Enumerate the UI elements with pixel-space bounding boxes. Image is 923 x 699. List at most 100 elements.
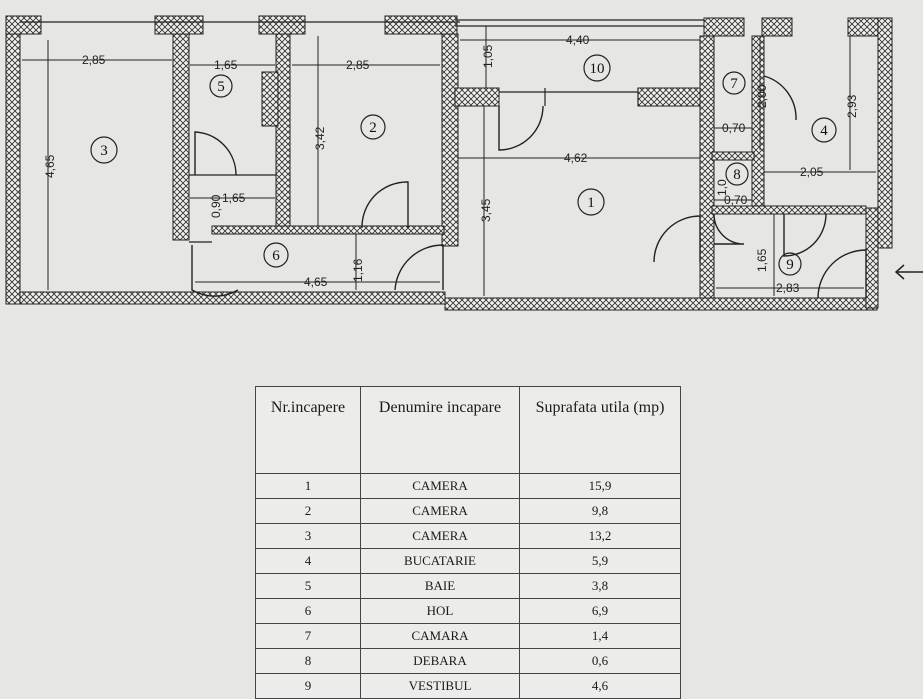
room-number-10: 10 xyxy=(590,61,605,77)
dim-r10-depth: 1,05 xyxy=(481,44,495,68)
wall-top-segment-6 xyxy=(761,17,793,37)
room-number-6: 6 xyxy=(272,248,280,264)
room-marker-1 xyxy=(577,188,605,216)
door-r5 xyxy=(194,131,237,176)
wall-hall-top xyxy=(211,225,445,235)
dim-r8-height: 1,0 xyxy=(715,179,729,196)
room-number-1: 1 xyxy=(587,195,595,211)
room-marker-3 xyxy=(90,136,118,164)
dim-r5-hall-width: 1,65 xyxy=(222,191,246,205)
dim-r5-width: 1,65 xyxy=(214,58,238,72)
dim-r5-small: 0,90 xyxy=(209,194,223,218)
dim-r2-height: 3,42 xyxy=(313,126,327,150)
wall-outer-bottom-right xyxy=(444,297,878,311)
cell-nr: 7 xyxy=(255,623,361,649)
wall-top-segment-5 xyxy=(703,17,745,37)
cell-name: HOL xyxy=(360,598,520,624)
dimension-lines xyxy=(22,26,876,296)
room-marker-9 xyxy=(778,252,802,276)
wall-top-segment-2 xyxy=(154,15,204,35)
wall-r8-top xyxy=(711,151,755,161)
wall-top-segment-4 xyxy=(384,15,458,35)
wall-r10-r1 xyxy=(454,87,500,107)
cell-nr: 5 xyxy=(255,573,361,599)
floor-plan: 2,85 4,65 1,65 2,85 3,42 4,40 1,05 4,62 … xyxy=(5,15,923,311)
wall-top-segment-3 xyxy=(258,15,306,35)
cell-nr: 9 xyxy=(255,673,361,699)
dim-r4-height: 2,93 xyxy=(845,94,859,118)
cell-area: 1,4 xyxy=(519,623,681,649)
room-markers xyxy=(90,54,837,276)
legend-header-row: Nr.incapere Denumire incapare Suprafata … xyxy=(255,386,681,474)
wall-r3-r5 xyxy=(172,33,190,241)
door-r2 xyxy=(361,181,409,229)
door-r1-side xyxy=(653,215,701,263)
dim-r10-width: 4,40 xyxy=(566,33,590,47)
dim-r6-height: 1,16 xyxy=(351,258,365,282)
room-number-4: 4 xyxy=(820,123,828,139)
cell-name: BUCATARIE xyxy=(360,548,520,574)
dim-r3-height: 4,65 xyxy=(43,154,57,178)
room-marker-6 xyxy=(263,242,289,268)
cell-nr: 3 xyxy=(255,523,361,549)
dim-r1-width: 4,62 xyxy=(564,151,588,165)
cell-nr: 8 xyxy=(255,648,361,674)
door-r7 xyxy=(763,75,797,121)
wall-r5-r2 xyxy=(275,33,291,227)
door-r8 xyxy=(713,213,745,245)
cell-area: 0,6 xyxy=(519,648,681,674)
cell-name: CAMERA xyxy=(360,473,520,499)
cell-name: CAMARA xyxy=(360,623,520,649)
room-number-2: 2 xyxy=(369,120,377,136)
cell-area: 9,8 xyxy=(519,498,681,524)
entrance-arrow-icon xyxy=(894,264,923,280)
dim-r3-width: 2,85 xyxy=(82,53,106,67)
room-number-5: 5 xyxy=(217,79,225,95)
door-r9 xyxy=(783,213,827,257)
room-marker-7 xyxy=(722,71,746,95)
doors xyxy=(191,75,867,299)
door-r1-top xyxy=(498,105,544,151)
cell-area: 15,9 xyxy=(519,473,681,499)
dim-r6-width: 4,65 xyxy=(304,275,328,289)
cell-name: BAIE xyxy=(360,573,520,599)
room-marker-4 xyxy=(811,117,837,143)
cell-area: 4,6 xyxy=(519,673,681,699)
wall-r2-r1 xyxy=(441,33,459,247)
wall-r7-left xyxy=(699,35,715,299)
wall-outer-right-lower xyxy=(865,207,879,309)
wall-outer-left xyxy=(5,15,21,305)
dim-r9-height: 1,65 xyxy=(755,248,769,272)
walls xyxy=(5,15,893,311)
thin-lines xyxy=(20,19,704,243)
cell-nr: 6 xyxy=(255,598,361,624)
cell-name: DEBARA xyxy=(360,648,520,674)
wall-r9-top xyxy=(711,205,867,215)
room-marker-10 xyxy=(583,54,611,82)
room-marker-8 xyxy=(725,162,749,186)
cell-name: CAMERA xyxy=(360,498,520,524)
wall-outer-top-left xyxy=(5,15,42,35)
cell-name: VESTIBUL xyxy=(360,673,520,699)
door-hall xyxy=(394,244,444,291)
legend-header-area: Suprafata utila (mp) xyxy=(519,386,681,474)
dim-r2-width: 2,85 xyxy=(346,58,370,72)
cell-area: 3,8 xyxy=(519,573,681,599)
wall-r5-notch xyxy=(261,71,279,127)
dimension-labels: 2,85 4,65 1,65 2,85 3,42 4,40 1,05 4,62 … xyxy=(43,33,859,295)
dim-r1-height: 3,45 xyxy=(479,198,493,222)
door-entry xyxy=(817,249,867,299)
cell-nr: 4 xyxy=(255,548,361,574)
legend-header-nr: Nr.incapere xyxy=(255,386,361,474)
dim-r9-width: 2,83 xyxy=(776,281,800,295)
wall-outer-right-upper xyxy=(877,17,893,249)
cell-name: CAMERA xyxy=(360,523,520,549)
room-number-3: 3 xyxy=(100,143,108,159)
